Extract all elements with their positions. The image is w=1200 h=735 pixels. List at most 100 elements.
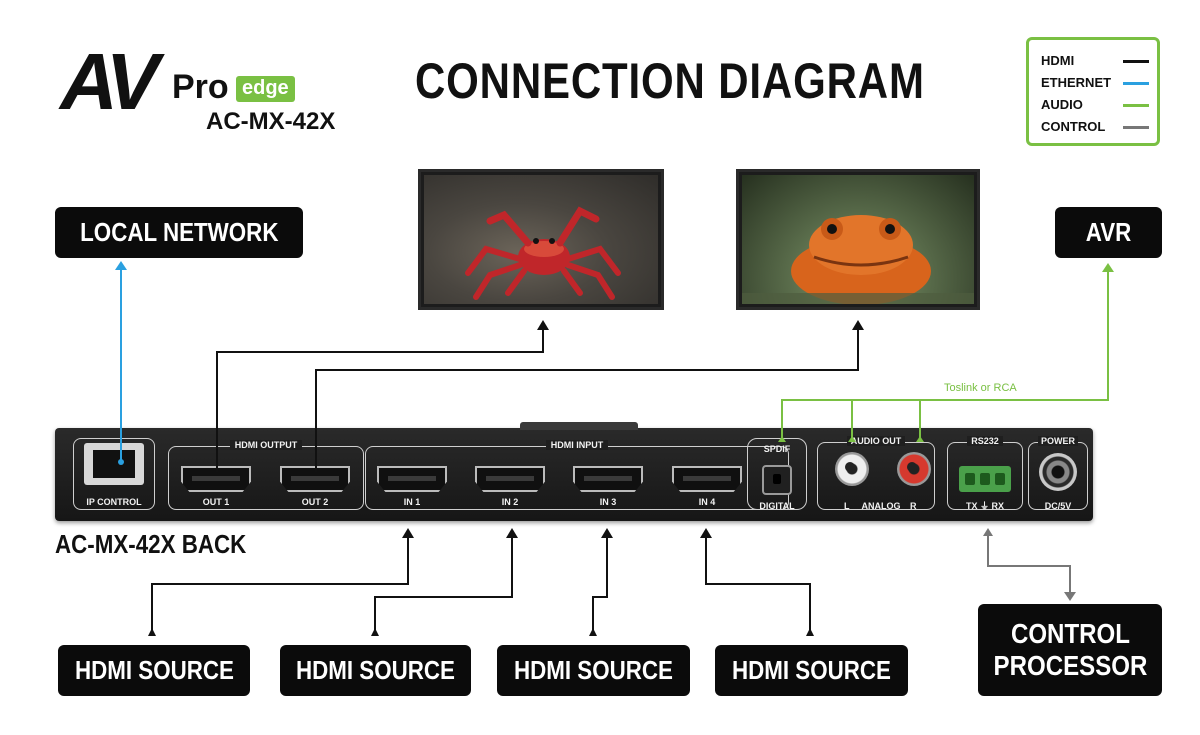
rs232-label: RS232 [947, 436, 1023, 446]
power-text: POWER [1037, 436, 1078, 446]
legend: HDMI ETHERNET AUDIO CONTROL [1026, 37, 1160, 146]
out-1-label: OUT 1 [202, 497, 230, 507]
avr-text: AVR [1085, 216, 1132, 247]
control-wire [987, 532, 1071, 594]
legend-item-ethernet: ETHERNET [1041, 74, 1153, 94]
audio-r-cap [916, 436, 924, 442]
legend-swatch-ethernet [1123, 82, 1149, 85]
toslink-port[interactable] [762, 465, 792, 495]
display-2 [736, 169, 980, 310]
ip-control-label: IP CONTROL [86, 497, 142, 507]
local-network-label: LOCAL NETWORK [55, 207, 303, 258]
rs232-terminal[interactable] [959, 466, 1011, 492]
hdmi-in-4-arrow [700, 528, 712, 538]
digital-label: DIGITAL [759, 501, 795, 511]
hdmi-in-4-port[interactable] [672, 466, 742, 492]
control-processor-label: CONTROL PROCESSOR [978, 604, 1162, 696]
control-processor-text: CONTROL PROCESSOR [993, 617, 1147, 681]
legend-label: HDMI [1041, 53, 1075, 68]
display-1 [418, 169, 664, 310]
model-name: AC-MX-42X [206, 108, 336, 135]
hdmi-source-2: HDMI SOURCE [280, 645, 471, 696]
source-1-cap [148, 628, 156, 636]
legend-swatch-hdmi [1123, 60, 1149, 63]
dc-power-jack[interactable] [1039, 453, 1077, 491]
spdif-label: SPDIF [763, 444, 791, 454]
hdmi-source-text: HDMI SOURCE [513, 654, 674, 685]
source-4-cap [806, 628, 814, 636]
audio-spdif-cap [778, 436, 786, 442]
device-back-label: AC-MX-42X BACK [55, 529, 247, 559]
display-1-screen [424, 175, 658, 304]
hdmi-source-text: HDMI SOURCE [295, 654, 456, 685]
spdif-panel [747, 438, 807, 510]
logo-av-text: AV [60, 37, 159, 126]
matrix-back-panel: IP CONTROL HDMI OUTPUT OUT 1 OUT 2 HDMI … [55, 422, 1093, 521]
terminal-pin [980, 473, 990, 485]
hdmi-output-wires [216, 328, 859, 472]
hdmi-source-text: HDMI SOURCE [731, 654, 892, 685]
in-3-label: IN 3 [599, 497, 617, 507]
hdmi-in-2-port[interactable] [475, 466, 545, 492]
analog-label: ANALOG [861, 501, 901, 511]
hdmi-in-1-port[interactable] [377, 466, 447, 492]
hdmi-source-3: HDMI SOURCE [497, 645, 690, 696]
control-processor-arrow [1064, 592, 1076, 601]
hdmi-input-wires [151, 535, 811, 632]
hdmi-source-text: HDMI SOURCE [74, 654, 234, 685]
hdmi-input-label: HDMI INPUT [365, 440, 789, 450]
in-4-label: IN 4 [698, 497, 716, 507]
logo-pro-text: Pro [172, 68, 229, 106]
terminal-pin [995, 473, 1005, 485]
hdmi-in-2-arrow [506, 528, 518, 538]
audio-l-cap [848, 436, 856, 442]
dc-label: DC/5V [1044, 501, 1072, 511]
terminal-pin [965, 473, 975, 485]
crab-image [465, 206, 621, 300]
hdmi-out-1-arrow [537, 320, 549, 330]
toslink-note: Toslink or RCA [944, 382, 1017, 394]
rca-right-port[interactable] [897, 452, 931, 486]
legend-label: AUDIO [1041, 97, 1083, 112]
audio-out-text: AUDIO OUT [846, 436, 906, 446]
hdmi-out-2-arrow [852, 320, 864, 330]
hdmi-in-3-port[interactable] [573, 466, 643, 492]
hdmi-source-4: HDMI SOURCE [715, 645, 908, 696]
ethernet-port[interactable] [84, 443, 144, 485]
top-tab [520, 422, 638, 430]
audio-wires [781, 270, 1109, 440]
logo-edge-badge: edge [236, 76, 295, 102]
analog-l-label: L [844, 501, 850, 511]
ip-control-panel [73, 438, 155, 510]
frog-image [742, 215, 974, 304]
legend-swatch-audio [1123, 104, 1149, 107]
analog-r-label: R [910, 501, 917, 511]
page-title: CONNECTION DIAGRAM [415, 53, 925, 109]
hdmi-source-1: HDMI SOURCE [58, 645, 250, 696]
ethernet-wire [115, 261, 127, 465]
in-1-label: IN 1 [403, 497, 421, 507]
hdmi-input-text: HDMI INPUT [545, 440, 609, 450]
rs232-pins-label: TX ⏚ RX [965, 501, 1004, 511]
hdmi-in-1-arrow [402, 528, 414, 538]
legend-label: ETHERNET [1041, 75, 1112, 90]
power-label: POWER [1028, 436, 1088, 446]
hdmi-output-label: HDMI OUTPUT [168, 440, 364, 450]
legend-label: CONTROL [1041, 119, 1106, 134]
avr-arrow [1102, 263, 1114, 272]
legend-swatch-control [1123, 126, 1149, 129]
out-2-label: OUT 2 [301, 497, 329, 507]
local-network-text: LOCAL NETWORK [79, 216, 279, 247]
source-2-cap [371, 628, 379, 636]
hdmi-output-text: HDMI OUTPUT [229, 440, 303, 450]
source-3-cap [589, 628, 597, 636]
rca-left-port[interactable] [835, 452, 869, 486]
brand-logo: AV Pro edge AC-MX-42X [60, 42, 360, 137]
avr-label: AVR [1055, 207, 1162, 258]
hdmi-in-3-arrow [601, 528, 613, 538]
display-2-screen [742, 175, 974, 304]
in-2-label: IN 2 [501, 497, 519, 507]
legend-item-hdmi: HDMI [1041, 52, 1153, 72]
audio-out-label: AUDIO OUT [817, 436, 935, 446]
